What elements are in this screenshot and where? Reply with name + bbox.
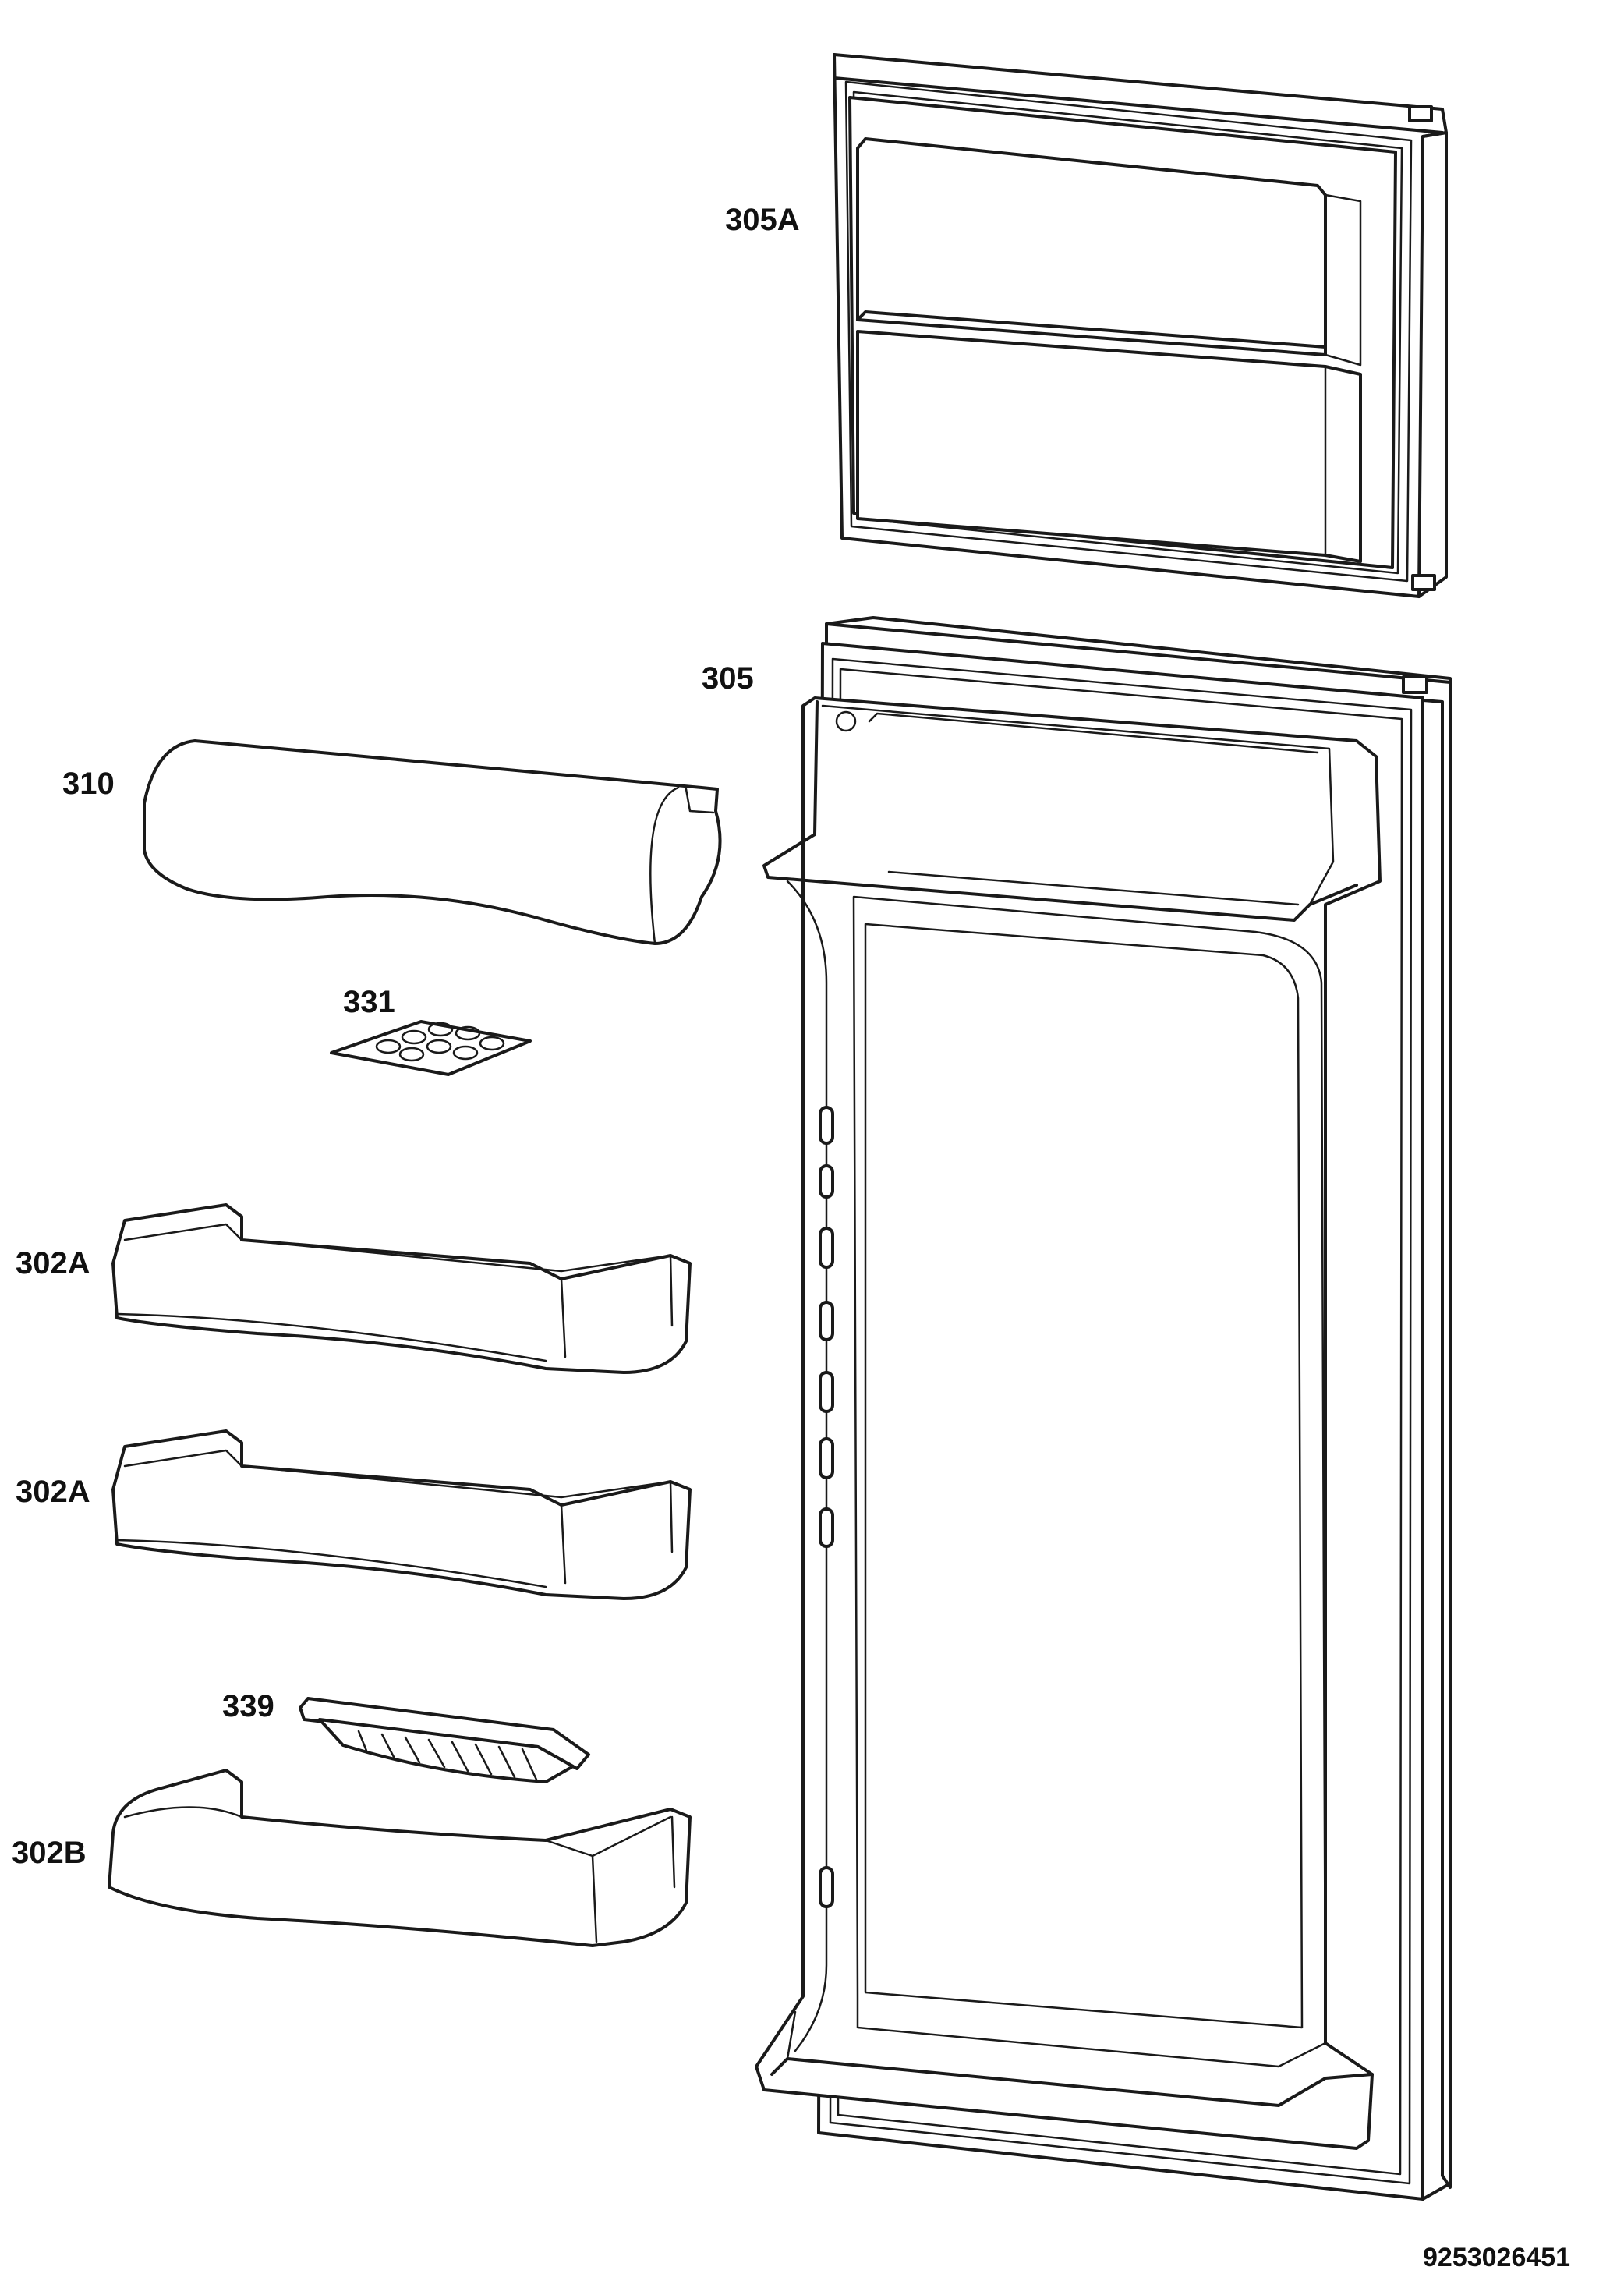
label-dairy-cover: 310 [62,767,115,801]
label-freezer-door: 305A [725,203,800,237]
label-bottle-clip: 339 [222,1689,274,1723]
freezer-door-part [833,53,1448,598]
document-number: 9253026451 [1423,2243,1571,2272]
label-door-shelf-middle: 302A [16,1475,90,1509]
door-shelf-middle-part [111,1429,692,1600]
bottle-clip-part [299,1697,590,1783]
door-shelf-bottom-part [108,1769,692,1947]
egg-tray-part [330,1020,532,1076]
label-fridge-door: 305 [702,661,754,696]
fridge-door-part [755,616,1452,2201]
dairy-cover-part [143,739,722,945]
label-door-shelf-bottom: 302B [12,1836,87,1870]
label-egg-tray: 331 [343,985,395,1019]
door-shelf-upper-part [111,1203,692,1374]
label-door-shelf-upper: 302A [16,1246,90,1280]
